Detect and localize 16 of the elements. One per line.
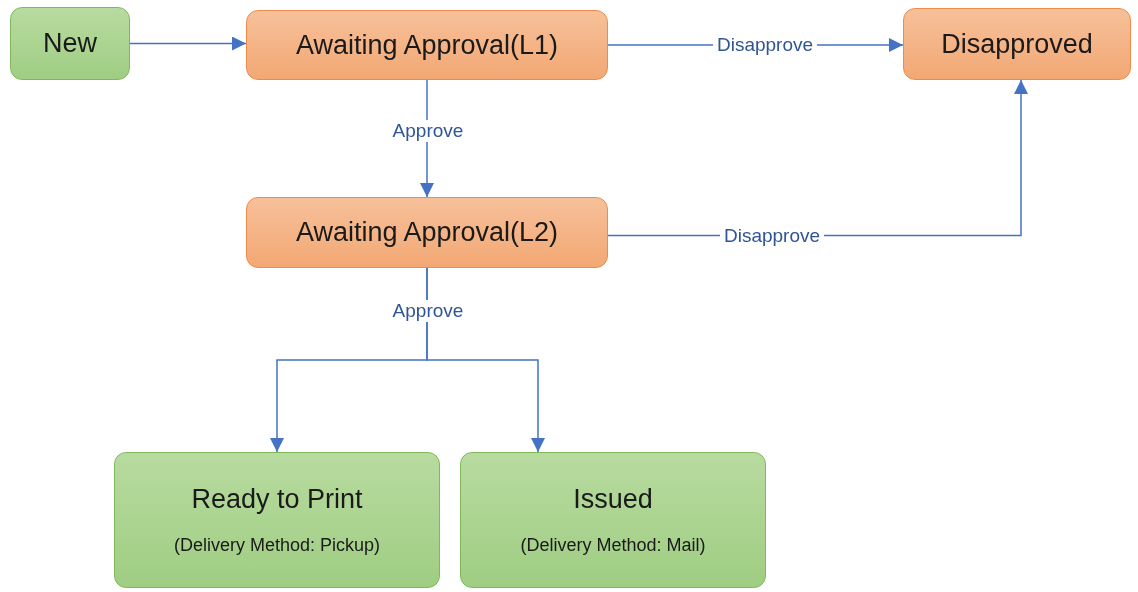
state-note: (Delivery Method: Mail) [520,535,706,556]
state-box [10,7,130,80]
state-label: Ready to Print [191,484,363,515]
arrow [129,36,247,51]
state-label: Disapproved [941,28,1093,60]
state-label: Issued [573,484,653,515]
state-box [460,452,766,588]
state-box [246,197,608,268]
state-label: Awaiting Approval(L1) [295,29,559,61]
state-label: Awaiting Approval(L2) [295,217,559,248]
state-box [246,10,608,80]
state-box [114,452,440,588]
arrow [426,267,545,453]
state-note: (Delivery Method: Pickup) [173,535,381,556]
state-label: New [43,28,97,59]
state-box [903,8,1131,80]
